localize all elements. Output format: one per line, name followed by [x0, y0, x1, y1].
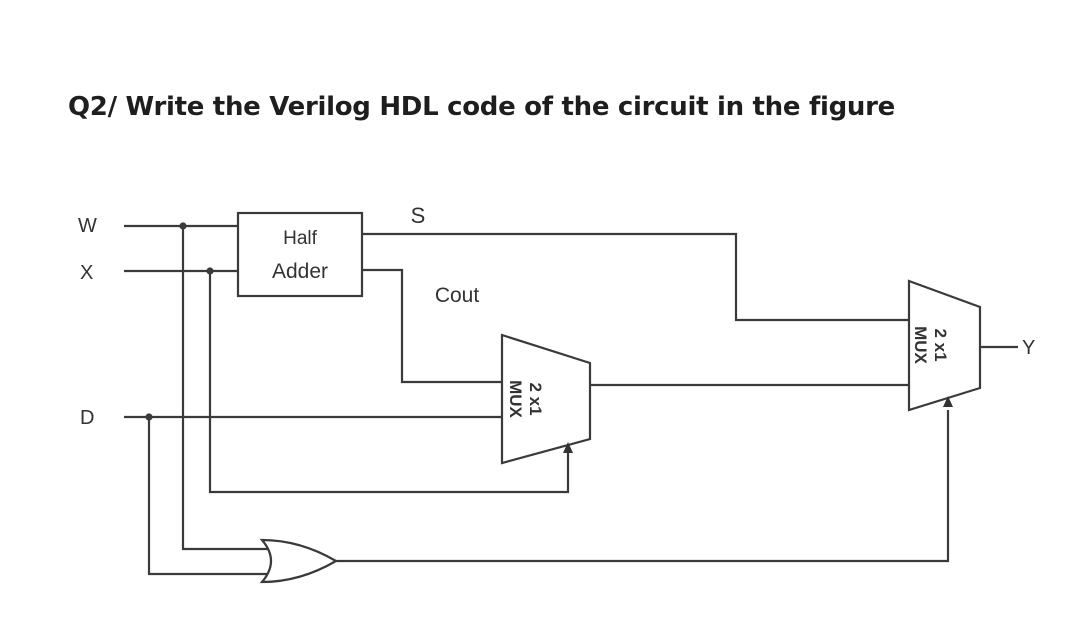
wire-w-to-or — [181, 226, 278, 551]
half-adder-block — [236, 211, 364, 298]
mux2-label-line1: 2 x1 — [931, 328, 950, 361]
mux1-select-arrow — [563, 442, 573, 453]
half-adder-label-line1: Half — [283, 228, 318, 249]
wire-d-to-or — [147, 417, 278, 576]
input-label-w: W — [78, 215, 97, 237]
junction-w — [179, 222, 187, 230]
input-label-x: X — [80, 262, 93, 284]
sum-label: S — [411, 203, 426, 228]
question-title: Q2/ Write the Verilog HDL code of the ci… — [68, 92, 895, 122]
junction-d — [145, 413, 153, 421]
input-label-d: D — [80, 407, 94, 429]
mux1-block — [500, 333, 592, 465]
wire-sum — [362, 232, 909, 322]
wire-cout — [362, 268, 502, 384]
junction-x — [206, 267, 214, 275]
output-label-y: Y — [1022, 337, 1035, 359]
mux2-block — [907, 279, 982, 412]
wire-x-to-mux1-select — [208, 271, 570, 494]
mux1-label-line1: 2 x1 — [526, 382, 545, 415]
mux1-label-line2: MUX — [506, 380, 525, 418]
mux2-label-line2: MUX — [911, 326, 930, 364]
mux2-select-arrow — [943, 396, 953, 407]
cout-label: Cout — [435, 284, 480, 307]
wire-or-to-mux2-select — [336, 410, 950, 563]
or-gate — [259, 538, 339, 584]
half-adder-label-line2: Adder — [272, 260, 328, 283]
